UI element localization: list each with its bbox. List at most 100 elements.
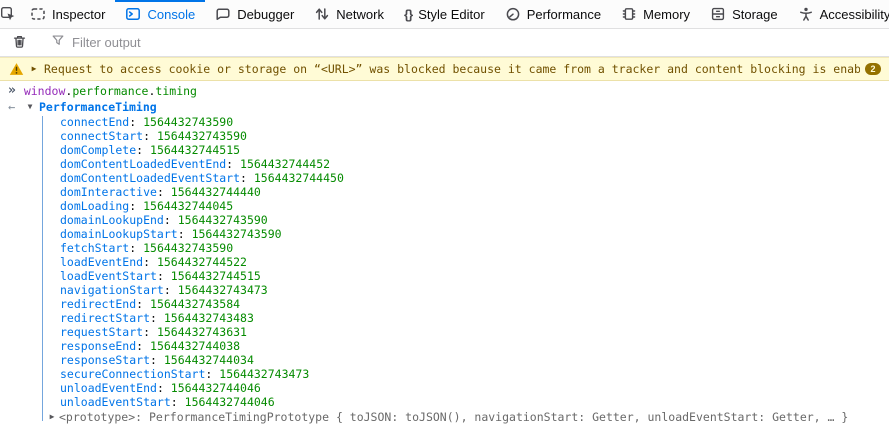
clear-console-button[interactable]	[0, 29, 38, 56]
tree-indent-guide	[42, 116, 43, 421]
property-name: domainLookupStart	[60, 227, 178, 241]
tab-label: Style Editor	[418, 6, 485, 22]
object-class-name[interactable]: PerformanceTiming	[39, 100, 157, 114]
property-row[interactable]: domainLookupStart: 1564432743590	[60, 227, 282, 241]
property-value: 1564432743590	[191, 227, 282, 241]
property-row[interactable]: fetchStart: 1564432743590	[60, 241, 234, 255]
expand-arrow-icon[interactable]: ▶	[31, 64, 37, 73]
property-row[interactable]: loadEventEnd: 1564432744522	[60, 255, 247, 269]
property-value: 1564432743473	[219, 367, 310, 381]
tab-memory[interactable]: Memory	[611, 0, 700, 28]
tab-network[interactable]: Network	[304, 0, 394, 28]
property-value: 1564432744522	[156, 255, 247, 269]
warning-triangle-icon	[9, 62, 24, 76]
tab-storage[interactable]: Storage	[700, 0, 788, 28]
tab-debugger[interactable]: Debugger	[205, 0, 304, 28]
accessibility-icon	[798, 6, 814, 22]
token-property: performance	[72, 84, 149, 98]
property-row[interactable]: domInteractive: 1564432744440	[60, 185, 261, 199]
trash-icon	[12, 34, 27, 52]
devtools-toolbar: Inspector Console Debugger	[0, 0, 889, 29]
performance-icon	[505, 6, 521, 22]
property-row[interactable]: responseStart: 1564432744034	[60, 353, 254, 367]
filter-input[interactable]	[72, 35, 889, 50]
property-name: redirectStart	[60, 311, 151, 325]
property-value: 1564432744046	[184, 395, 275, 409]
property-value: 1564432744034	[163, 353, 254, 367]
property-row[interactable]: responseEnd: 1564432744038	[60, 339, 241, 353]
warning-text: Request to access cookie or storage on “…	[44, 62, 860, 76]
tab-label: Inspector	[52, 6, 106, 22]
tab-label: Memory	[643, 6, 691, 22]
warning-count-badge: 2	[865, 63, 881, 75]
property-row[interactable]: requestStart: 1564432743631	[60, 325, 247, 339]
property-name: loadEventStart	[60, 269, 157, 283]
tab-performance[interactable]: Performance	[495, 0, 611, 28]
property-name: unloadEventStart	[60, 395, 171, 409]
property-name: loadEventEnd	[60, 255, 144, 269]
result-arrow-icon: ←	[8, 100, 16, 114]
property-value: 1564432744045	[143, 199, 234, 213]
debugger-icon	[215, 6, 231, 22]
expand-arrow-icon[interactable]: ▶	[49, 411, 55, 421]
property-row[interactable]: unloadEventEnd: 1564432744046	[60, 381, 261, 395]
property-value: 1564432744452	[240, 157, 331, 171]
tab-label: Performance	[526, 6, 602, 22]
property-value: 1564432744440	[170, 185, 261, 199]
property-value: 1564432743590	[143, 115, 234, 129]
prototype-text: <prototype>: PerformanceTimingPrototype …	[59, 409, 849, 424]
property-name: fetchStart	[60, 241, 130, 255]
property-row[interactable]: connectEnd: 1564432743590	[60, 115, 234, 129]
tab-style-editor[interactable]: { } Style Editor	[394, 0, 495, 28]
property-name: responseEnd	[60, 339, 137, 353]
property-row[interactable]: domComplete: 1564432744515	[60, 143, 241, 157]
property-name: requestStart	[60, 325, 144, 339]
console-filter-bar	[0, 29, 889, 57]
property-name: connectEnd	[60, 115, 130, 129]
prototype-row[interactable]: ▶ <prototype>: PerformanceTimingPrototyp…	[0, 409, 889, 424]
property-row[interactable]: secureConnectionStart: 1564432743473	[60, 367, 310, 381]
token-object: window	[23, 84, 66, 98]
tab-label: Accessibility	[819, 6, 889, 22]
property-name: redirectEnd	[60, 297, 137, 311]
console-evaluated-input: » window.performance.timing	[0, 81, 889, 99]
filter-input-wrap	[39, 33, 889, 52]
tab-accessibility[interactable]: Accessibility	[788, 0, 889, 28]
property-row[interactable]: connectStart: 1564432743590	[60, 129, 247, 143]
tab-console[interactable]: Console	[115, 0, 205, 28]
console-warning-message[interactable]: ▶ Request to access cookie or storage on…	[0, 57, 889, 81]
tab-label: Console	[147, 6, 196, 22]
property-row[interactable]: redirectEnd: 1564432743584	[60, 297, 241, 311]
property-row[interactable]: navigationStart: 1564432743473	[60, 283, 268, 297]
inspector-icon	[30, 6, 46, 22]
property-row[interactable]: loadEventStart: 1564432744515	[60, 269, 261, 283]
tab-inspector[interactable]: Inspector	[20, 0, 115, 28]
property-row[interactable]: unloadEventStart: 1564432744046	[60, 395, 275, 409]
property-value: 1564432744515	[150, 143, 241, 157]
property-name: domainLookupEnd	[60, 213, 164, 227]
console-output: ▶ Request to access cookie or storage on…	[0, 57, 889, 424]
collapse-arrow-icon[interactable]: ▼	[27, 102, 33, 111]
evaluated-expression: window.performance.timing	[24, 84, 197, 98]
property-value: 1564432744515	[170, 269, 261, 283]
console-result-header: ← ▼ PerformanceTiming	[0, 99, 889, 115]
property-row[interactable]: domLoading: 1564432744045	[60, 199, 234, 213]
property-row[interactable]: redirectStart: 1564432743483	[60, 311, 254, 325]
property-name: connectStart	[60, 129, 144, 143]
pick-element-button[interactable]	[0, 0, 16, 28]
property-row[interactable]: domContentLoadedEventStart: 156443274445…	[60, 171, 344, 185]
token-property: timing	[155, 84, 197, 98]
console-icon	[125, 6, 141, 22]
style-editor-icon: { }	[403, 6, 413, 22]
property-name: domLoading	[60, 199, 130, 213]
property-row[interactable]: domainLookupEnd: 1564432743590	[60, 213, 268, 227]
property-row[interactable]: domContentLoadedEventEnd: 1564432744452	[60, 157, 331, 171]
property-value: 1564432743590	[156, 129, 247, 143]
tab-label: Network	[336, 6, 384, 22]
tab-label: Storage	[732, 6, 778, 22]
storage-icon	[710, 6, 726, 22]
property-name: domContentLoadedEventEnd	[60, 157, 227, 171]
property-value: 1564432743584	[150, 297, 241, 311]
network-icon	[314, 6, 330, 22]
